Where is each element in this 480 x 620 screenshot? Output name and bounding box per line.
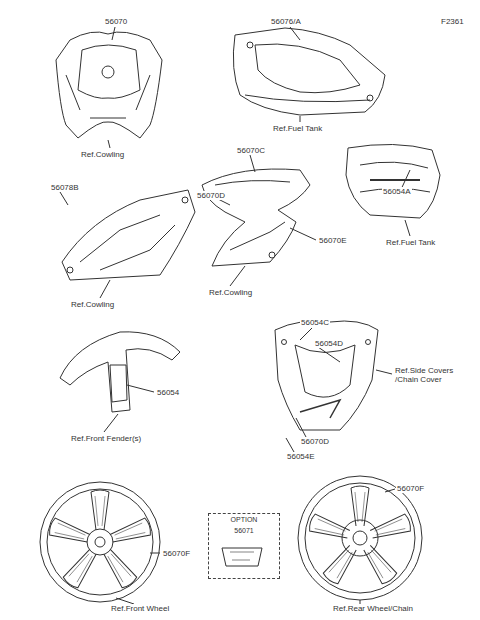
part-number: 56078B [50,183,80,192]
option-box: OPTION 56071 [208,513,280,579]
reference-note: Ref.Cowling [80,150,125,159]
part-number: 56071 [209,527,279,534]
part-number: 56054A [382,187,412,196]
reference-note: Ref.Fuel Tank [272,124,323,133]
part-number: 56070 [104,17,128,26]
part-number: 56070C [236,146,266,155]
part-number: 56054 [156,388,180,397]
reference-note: Ref.Cowling [208,288,253,297]
part-number: 56054C [300,318,330,327]
part-number: 56070F [396,484,425,493]
reference-note: Ref.Fuel Tank [385,238,436,247]
option-heading: OPTION [209,516,279,523]
part-number: 56070D [300,437,330,446]
reference-note: Ref.Front Fender(s) [70,434,142,443]
part-number: F2361 [440,17,465,26]
part-number: 56054D [314,339,344,348]
part-number: 56070F [162,549,191,558]
part-number: 56054E [286,452,316,461]
part-number: 56070D [196,191,226,200]
reference-note: Ref.Front Wheel [110,604,170,613]
reference-note: Ref.Rear Wheel/Chain [332,604,414,613]
reference-note: Ref.Cowling [70,300,115,309]
part-number: 56076/A [270,17,302,26]
reference-note: Ref.Side Covers /Chain Cover [394,366,468,384]
part-number: 56070E [318,236,348,245]
